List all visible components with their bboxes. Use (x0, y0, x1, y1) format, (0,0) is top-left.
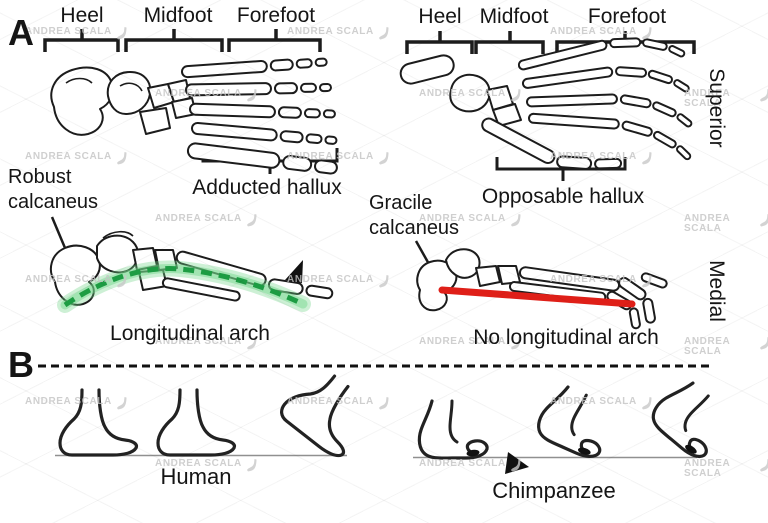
chimp-hallux (481, 117, 623, 170)
chimp-dorsal-skeleton (399, 37, 693, 170)
chimp-gait-silhouettes (417, 381, 710, 474)
human-gait-silhouettes (58, 374, 350, 458)
human-medial-skeleton (49, 230, 334, 313)
chimp-medial-skeleton (416, 248, 668, 330)
human-hallux (186, 142, 338, 175)
longitudinal-arch-line (57, 260, 311, 313)
human-dorsal-skeleton (50, 57, 338, 175)
no-arch-line (438, 286, 636, 308)
arch-arrowhead (285, 260, 303, 283)
chimp-gait-arrowhead (505, 452, 529, 474)
